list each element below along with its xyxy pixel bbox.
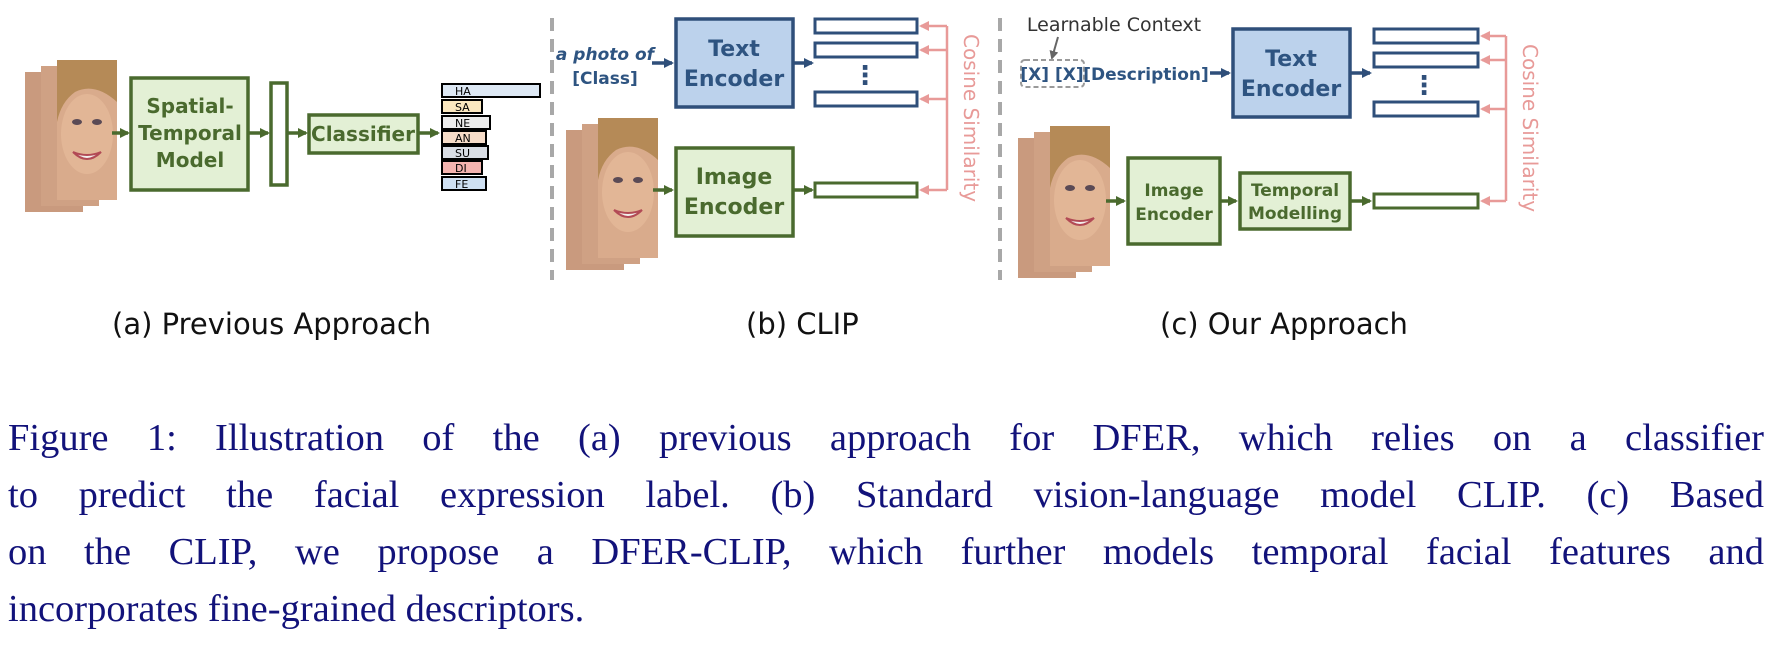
class-bar-su xyxy=(441,145,489,160)
class-label-an: AN xyxy=(455,132,471,145)
learnable-context-label: Learnable Context xyxy=(1027,14,1201,36)
image-encoder-box xyxy=(674,146,795,238)
face-frames-image xyxy=(24,59,118,213)
class-bar-fe xyxy=(441,176,487,191)
diagram-figure: Spatial- Temporal Model Classifier HA SA… xyxy=(24,14,1542,280)
cosine-similarity-label: Cosine Similarity xyxy=(959,34,983,202)
ellipsis: ⋮ xyxy=(852,61,878,91)
text-feature-bar xyxy=(1372,51,1480,69)
image-encoder-label-line-2: Encoder xyxy=(1135,205,1213,225)
panel-a-caption: (a) Previous Approach xyxy=(112,307,432,341)
context-tokens: [X] [X] xyxy=(1020,65,1083,85)
cosine-similarity-connector xyxy=(919,21,949,195)
text-feature-bar xyxy=(813,17,919,35)
spatial-temporal-model-box xyxy=(129,76,250,192)
caption-line: to predict the facial expression label. … xyxy=(8,474,1764,516)
panel-c: Learnable Context [X] [X] [Description] … xyxy=(1017,14,1542,279)
video-feature-bar xyxy=(1372,192,1480,210)
image-encoder-box xyxy=(1126,156,1222,246)
figure-caption: Figure 1: Illustration of the (a) previo… xyxy=(8,410,1764,638)
learnable-context-box xyxy=(1020,59,1085,88)
image-encoder-label-line-1: Image xyxy=(696,165,773,190)
class-label-di: DI xyxy=(455,162,467,175)
text-encoder-label-line-1: Text xyxy=(708,37,760,62)
class-label-su: SU xyxy=(455,147,470,160)
caption-line: Figure 1: Illustration of the (a) previo… xyxy=(8,417,1764,459)
class-probability-bars: HA SA NE AN SU DI FE xyxy=(441,83,541,191)
model-label-line-2: Temporal xyxy=(138,121,242,145)
model-label-line-3: Model xyxy=(156,148,224,172)
classifier-label: Classifier xyxy=(311,122,415,146)
cosine-similarity-connector xyxy=(1480,31,1508,206)
ellipsis: ⋮ xyxy=(1411,71,1437,101)
image-feature-bar xyxy=(813,181,919,199)
model-label-line-1: Spatial- xyxy=(146,94,233,118)
prompt-text-line-2: [Class] xyxy=(572,69,638,89)
panel-a: Spatial- Temporal Model Classifier HA SA… xyxy=(24,59,541,213)
class-bar-an xyxy=(441,130,487,145)
text-feature-bar xyxy=(1372,100,1480,118)
class-bar-sa xyxy=(441,99,483,114)
text-encoder-box xyxy=(1231,27,1352,119)
temporal-modelling-box xyxy=(1238,171,1352,231)
class-bar-di xyxy=(441,160,483,175)
temporal-label-line-1: Temporal xyxy=(1251,181,1339,201)
image-encoder-label-line-2: Encoder xyxy=(684,195,785,220)
text-encoder-label-line-1: Text xyxy=(1265,47,1317,72)
feature-vector xyxy=(269,81,289,187)
face-frames-image xyxy=(1017,125,1111,279)
text-encoder-label-line-2: Encoder xyxy=(684,67,785,92)
image-encoder-label-line-1: Image xyxy=(1144,181,1203,201)
caption-line: on the CLIP, we propose a DFER-CLIP, whi… xyxy=(8,531,1764,573)
text-encoder-box xyxy=(674,17,795,109)
face-frames-image xyxy=(565,117,659,271)
text-encoder-label-line-2: Encoder xyxy=(1241,77,1342,102)
prompt-text-line-1: a photo of xyxy=(556,45,657,65)
text-feature-bar xyxy=(813,90,919,108)
class-label-ne: NE xyxy=(455,117,470,130)
temporal-label-line-2: Modelling xyxy=(1248,204,1342,224)
description-token: [Description] xyxy=(1083,65,1209,85)
panel-c-caption: (c) Our Approach xyxy=(1160,307,1408,341)
caption-line: incorporates fine-grained descriptors. xyxy=(8,588,585,630)
class-bar-ha xyxy=(441,83,541,98)
panel-b-caption: (b) CLIP xyxy=(746,307,859,341)
text-feature-bar xyxy=(1372,27,1480,45)
text-feature-bar xyxy=(813,41,919,59)
class-label-fe: FE xyxy=(455,178,468,191)
class-bar-ne xyxy=(441,115,491,130)
class-label-sa: SA xyxy=(455,101,470,114)
panel-b: a photo of [Class] Text Encoder ⋮ Image … xyxy=(556,17,983,271)
classifier-box xyxy=(307,113,420,155)
class-label-ha: HA xyxy=(455,85,471,98)
cosine-similarity-label: Cosine Similarity xyxy=(1518,44,1542,212)
